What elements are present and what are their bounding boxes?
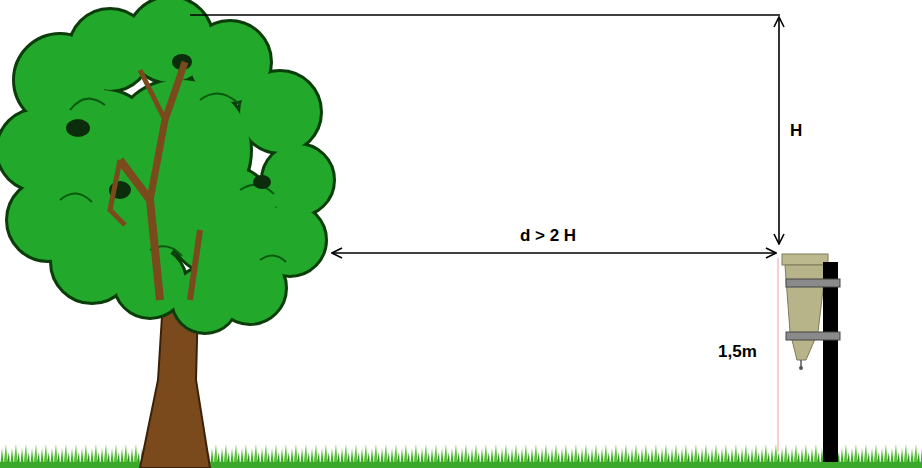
tree-canopy-outline — [0, 0, 333, 332]
leaf-texture — [60, 94, 286, 262]
bracket — [786, 332, 840, 340]
height-label: H — [790, 122, 802, 141]
grass — [0, 442, 922, 468]
reference-line — [190, 14, 780, 16]
tree-branches — [66, 54, 271, 300]
tree-canopy — [0, 0, 333, 332]
height-dimension-arrow — [778, 17, 780, 244]
height-line — [778, 258, 779, 452]
pole — [823, 262, 838, 462]
rain-gauge — [782, 254, 828, 370]
gauge-height-label: 1,5m — [718, 343, 757, 362]
distance-label: d > 2 H — [520, 227, 576, 246]
distance-dimension-arrow — [332, 252, 776, 254]
bracket — [786, 279, 840, 287]
